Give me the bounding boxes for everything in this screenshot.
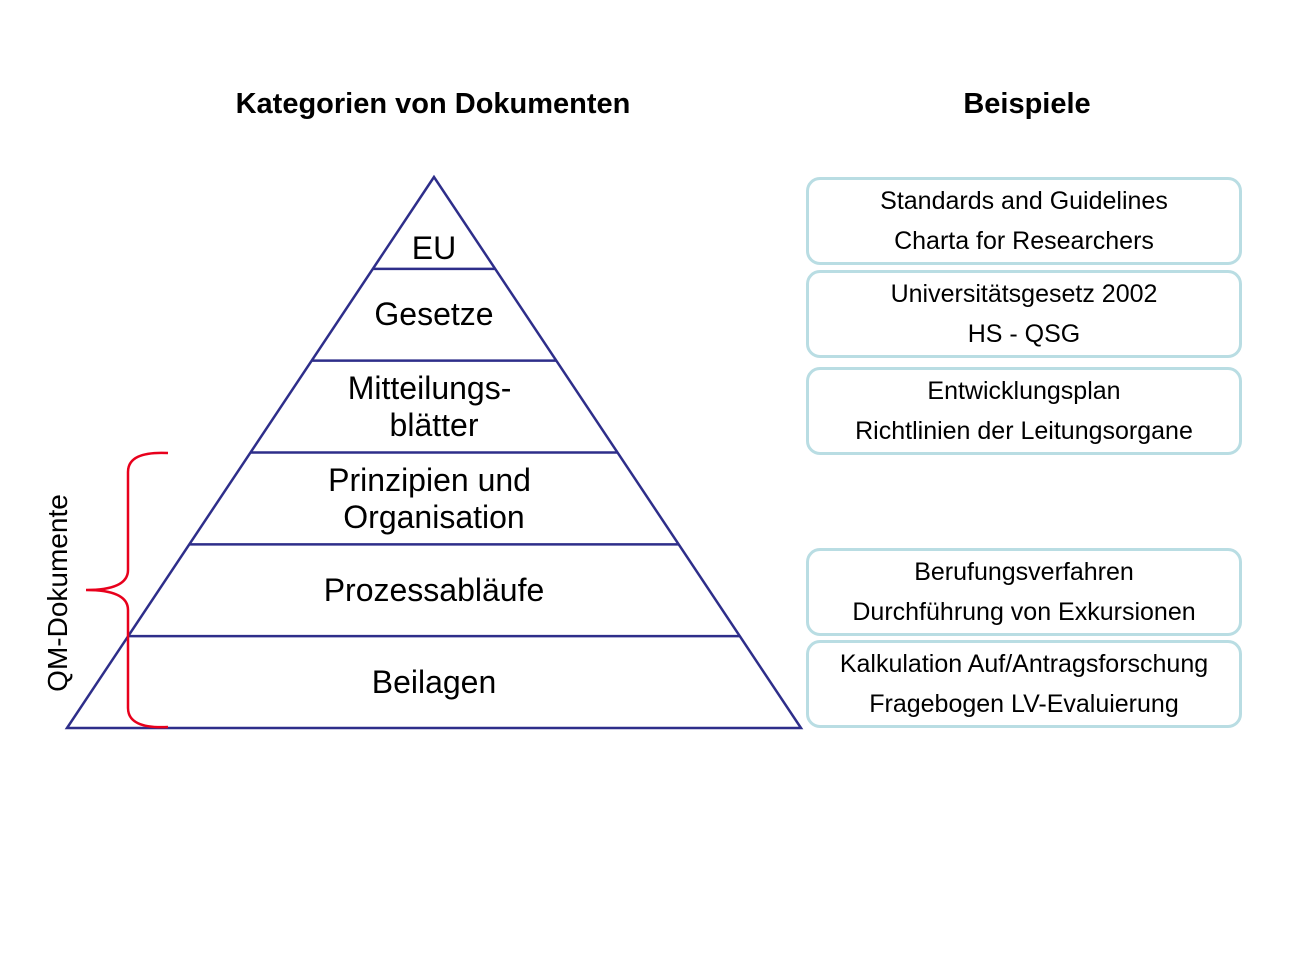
tier-prinzipien-label: Prinzipien und Organisation bbox=[328, 462, 540, 535]
example-box-beilagen: Kalkulation Auf/Antragsforschung Fragebo… bbox=[806, 640, 1242, 728]
heading-categories: Kategorien von Dokumenten bbox=[235, 88, 631, 120]
tier-gesetze-label: Gesetze bbox=[374, 296, 493, 332]
example-line: Entwicklungsplan bbox=[927, 377, 1121, 405]
tier-mitteilungsblaetter-label: Mitteilungs- blätter bbox=[348, 370, 521, 443]
pyramid-outline bbox=[64, 174, 804, 730]
example-line: HS - QSG bbox=[967, 320, 1081, 348]
tier-beilagen-label: Beilagen bbox=[372, 664, 497, 700]
example-line: Durchführung von Exkursionen bbox=[852, 598, 1196, 626]
example-box-prozessablaeufe: Berufungsverfahren Durchführung von Exku… bbox=[806, 548, 1242, 636]
tier-prozessablaeufe-label: Prozessabläufe bbox=[324, 572, 545, 608]
example-line: Fragebogen LV-Evaluierung bbox=[869, 690, 1179, 718]
tier-eu-label: EU bbox=[412, 230, 456, 266]
example-box-gesetze: Universitätsgesetz 2002 HS - QSG bbox=[806, 270, 1242, 358]
qm-documents-label: QM-Dokumente bbox=[42, 494, 73, 692]
example-line: Charta for Researchers bbox=[894, 227, 1154, 255]
example-box-eu: Standards and Guidelines Charta for Rese… bbox=[806, 177, 1242, 265]
example-line: Kalkulation Auf/Antragsforschung bbox=[839, 650, 1209, 678]
example-line: Berufungsverfahren bbox=[914, 558, 1134, 586]
example-line: Standards and Guidelines bbox=[880, 187, 1168, 215]
heading-examples: Beispiele bbox=[963, 88, 1091, 120]
qm-bracket bbox=[85, 451, 169, 729]
example-line: Universitätsgesetz 2002 bbox=[890, 280, 1158, 308]
example-box-mitteilungsblaetter: Entwicklungsplan Richtlinien der Leitung… bbox=[806, 367, 1242, 455]
example-line: Richtlinien der Leitungsorgane bbox=[855, 417, 1193, 445]
